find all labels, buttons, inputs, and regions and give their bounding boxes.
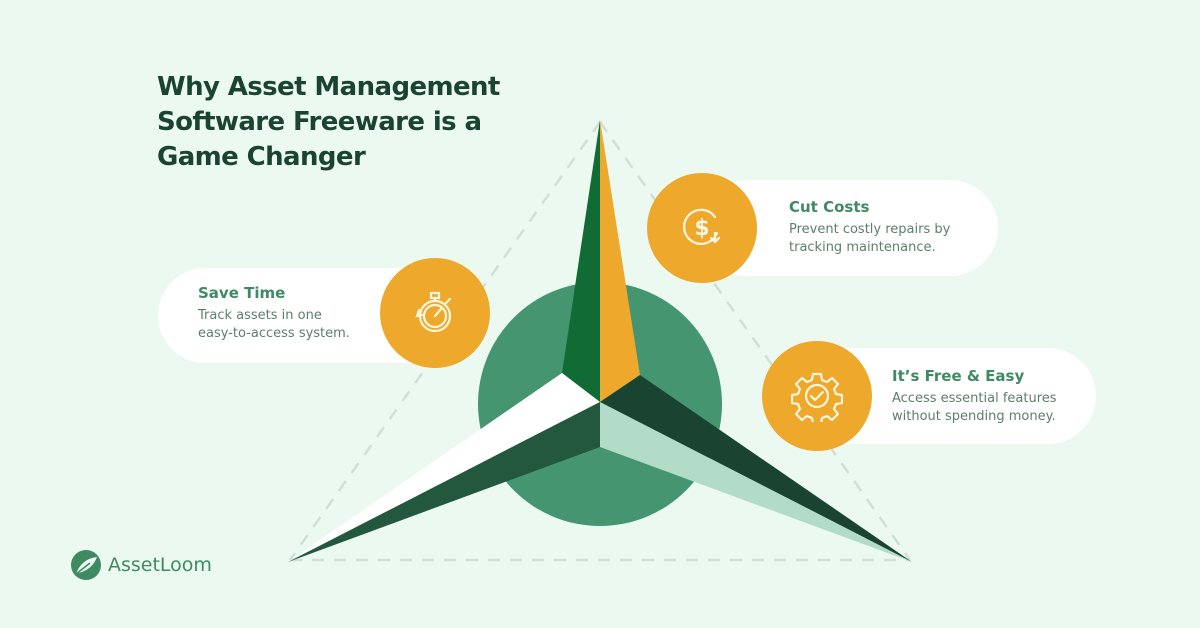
- benefit-text: Save Time Track assets in one easy-to-acc…: [198, 284, 350, 343]
- benefit-body: Track assets in one: [198, 308, 322, 323]
- spike-left-upper: [288, 373, 600, 562]
- benefit-body: Access essential features: [892, 391, 1057, 406]
- benefit-title: Save Time: [198, 284, 286, 302]
- benefit-body: Prevent costly repairs by: [789, 222, 951, 237]
- stopwatch-icon: [415, 291, 452, 333]
- benefit-body: tracking maintenance.: [789, 240, 936, 255]
- benefit-title: Cut Costs: [789, 198, 870, 216]
- leaf-icon: [71, 550, 101, 580]
- spike-right-upper: [600, 375, 912, 562]
- title-line: Game Changer: [157, 142, 366, 172]
- spike-top-left: [562, 120, 600, 402]
- benefit-text: Cut Costs Prevent costly repairs by track…: [789, 198, 950, 257]
- benefit-text: It’s Free & Easy Access essential featur…: [892, 367, 1057, 426]
- spike-top-right: [600, 120, 640, 402]
- benefit-body: easy-to-access system.: [198, 326, 350, 341]
- page-title: Why Asset Management Software Freeware i…: [157, 70, 500, 175]
- logo: AssetLoom: [70, 549, 212, 581]
- spike-left-lower: [288, 402, 600, 562]
- dollar-cycle-icon: $: [683, 208, 721, 245]
- spike-right-lower: [600, 402, 912, 562]
- benefit-icon-circle: [762, 341, 872, 451]
- benefit-icon-circle: $: [647, 173, 757, 283]
- benefit-body: without spending money.: [892, 409, 1056, 424]
- title-line: Software Freeware is a: [157, 107, 482, 137]
- svg-text:$: $: [694, 216, 709, 241]
- title-line: Why Asset Management: [157, 72, 500, 102]
- benefit-title: It’s Free & Easy: [892, 367, 1025, 385]
- logo-text: AssetLoom: [108, 554, 212, 576]
- benefit-icon-circle: [380, 258, 490, 368]
- gear-check-icon: [791, 372, 843, 422]
